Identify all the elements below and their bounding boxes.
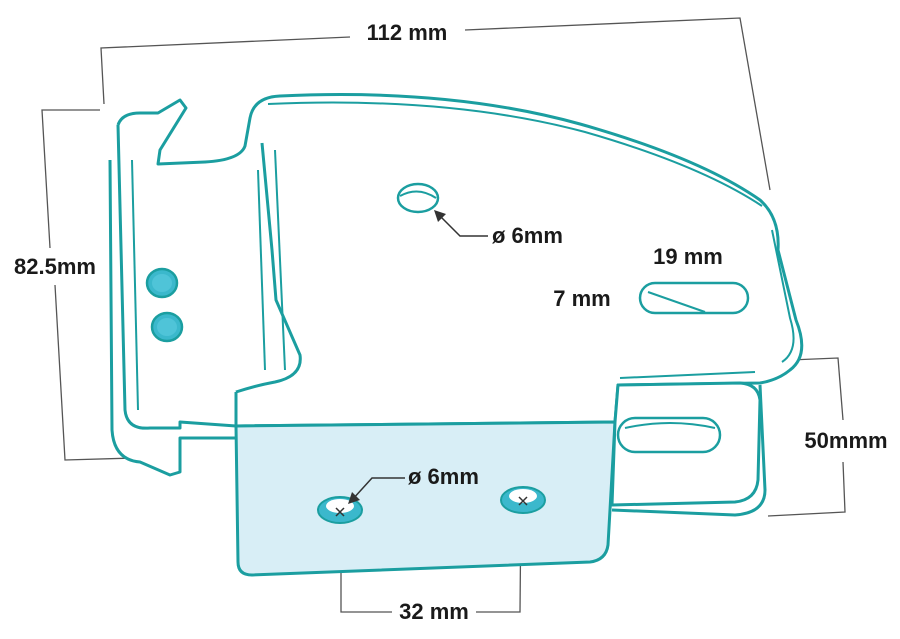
hole-center-marks xyxy=(335,496,528,517)
bracket-base-plate xyxy=(234,420,617,577)
width-dimension-label: 112 mm xyxy=(367,20,448,45)
left-hole-lower-rim xyxy=(157,318,177,336)
dimension-lines xyxy=(41,17,846,613)
width-dimension-line xyxy=(100,36,351,105)
fold-line-left xyxy=(131,159,139,411)
slot-width-label: 7 mm xyxy=(553,286,610,311)
main-plate-slot-inner xyxy=(647,291,706,313)
top-hole-leader xyxy=(437,213,488,237)
bottom-hole-left-inner xyxy=(326,499,354,513)
base-height-dimension-label: 50mmm xyxy=(804,428,887,453)
height-dimension-label: 82.5mm xyxy=(14,254,96,279)
hole-spacing-label: 32 mm xyxy=(399,599,469,624)
height-dimension-line-bottom xyxy=(54,284,136,461)
base-height-dimension-top xyxy=(789,357,844,421)
bottom-hole-right-mark xyxy=(518,496,528,506)
main-plate-slot xyxy=(638,281,750,315)
top-hole-inner xyxy=(399,190,437,199)
width-dimension-line-right xyxy=(464,17,771,191)
plate-left-edge xyxy=(116,124,238,430)
right-edge-thickness xyxy=(771,229,795,363)
base-height-dimension-bottom xyxy=(767,461,846,517)
fold-line-right xyxy=(274,149,286,371)
flange-slot xyxy=(616,416,722,454)
leader-arrowheads xyxy=(348,210,446,504)
bottom-hole-right-inner xyxy=(509,489,537,503)
top-hole-label: ø 6mm xyxy=(492,223,563,248)
leader-lines xyxy=(351,213,488,501)
flange-slot-inner xyxy=(624,422,716,429)
top-hole-arrowhead xyxy=(434,210,446,222)
left-hole-upper-rim xyxy=(152,274,172,292)
bottom-hole-left-mark xyxy=(335,507,345,517)
top-hole xyxy=(396,182,440,214)
fold-line-center xyxy=(257,169,266,371)
height-dimension-line-top xyxy=(41,109,100,249)
bracket-main-plate xyxy=(116,93,804,428)
bottom-hole-label: ø 6mm xyxy=(408,464,479,489)
top-edge-thickness xyxy=(267,101,763,207)
bottom-hole-arrowhead xyxy=(348,492,360,504)
slot-top-edge xyxy=(619,371,756,379)
slot-length-label: 19 mm xyxy=(653,244,723,269)
holes xyxy=(145,182,750,524)
bottom-hole-leader xyxy=(351,477,405,501)
plate-fold-lines xyxy=(131,101,795,411)
